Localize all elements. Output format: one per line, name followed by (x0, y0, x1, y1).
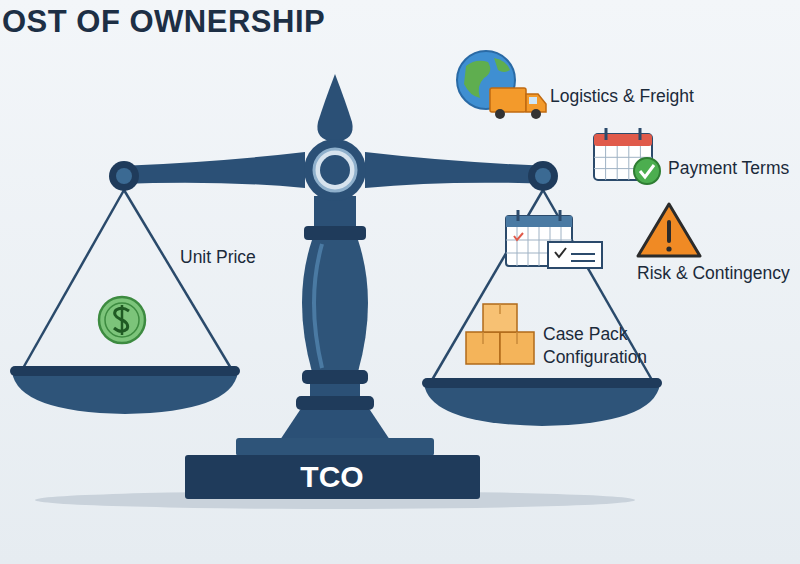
beam-right (365, 152, 550, 188)
column (236, 196, 434, 456)
globe-truck-icon (457, 51, 546, 119)
cardboard-boxes (466, 304, 534, 364)
left-pan (10, 366, 240, 414)
hub (304, 139, 366, 201)
tco-base: TCO (185, 455, 480, 499)
hub-ring (314, 149, 356, 191)
factor-label: Case Pack Configuration (543, 323, 668, 369)
dollar-coin (99, 297, 145, 343)
warning-icon (638, 204, 700, 256)
finial (317, 74, 352, 142)
page-title: OST OF OWNERSHIP (2, 4, 325, 40)
factor-label: Risk & Contingency (637, 262, 790, 285)
beam-end (109, 161, 139, 191)
beam-end (116, 168, 132, 184)
beam-end (528, 161, 558, 191)
factor-label: Payment Terms (668, 157, 789, 180)
base-label: TCO (300, 460, 363, 494)
factor-label: Unit Price (180, 246, 256, 269)
calendar-document-icon (506, 210, 602, 268)
hub-core (320, 155, 350, 185)
calendar-check-icon (594, 128, 660, 184)
factor-label: Logistics & Freight (550, 85, 694, 108)
beam-left (120, 152, 305, 188)
beam-end (535, 168, 551, 184)
right-pan (422, 378, 662, 426)
